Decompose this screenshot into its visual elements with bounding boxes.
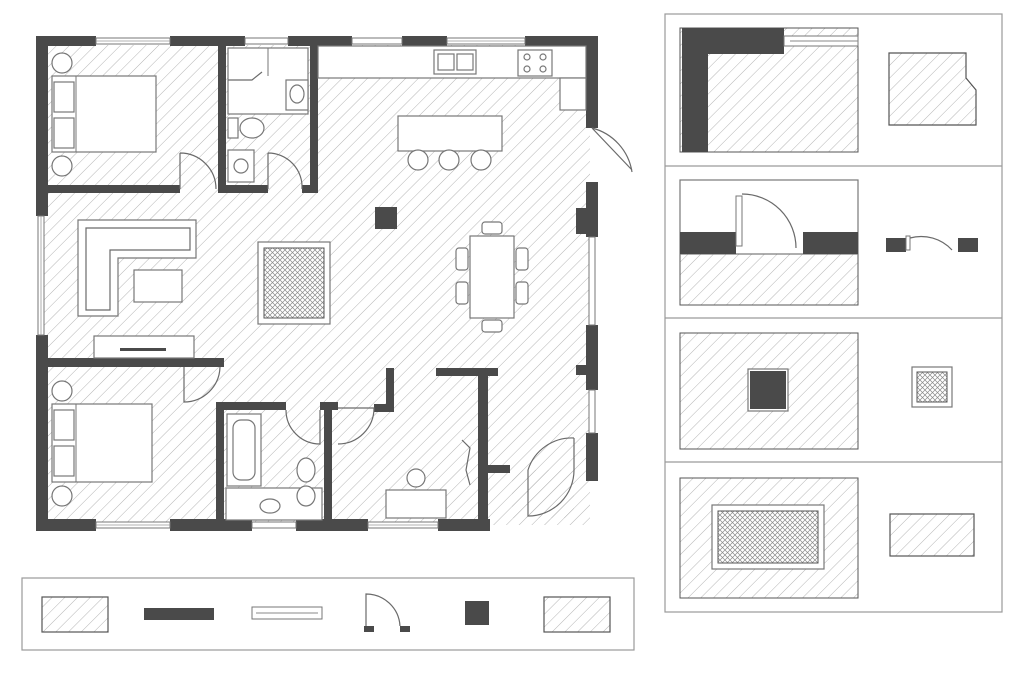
- entry-landing: [512, 470, 574, 518]
- tv-console: [93, 335, 195, 359]
- sectional-sofa: [77, 219, 197, 317]
- dining-set: [455, 221, 529, 333]
- desk: [385, 489, 447, 519]
- kitchen-island: [397, 115, 503, 152]
- office: [385, 439, 471, 519]
- detail-wall-corner: [679, 27, 977, 153]
- legend-floor-hatch-2: [543, 596, 611, 633]
- toilet: [296, 457, 316, 483]
- column: [375, 207, 397, 229]
- stove: [517, 49, 553, 77]
- detail-panels: [664, 13, 1003, 613]
- bedroom-1: [51, 52, 157, 177]
- legend-wall: [144, 608, 214, 620]
- bathroom-2: [225, 413, 323, 521]
- toilet: [239, 117, 265, 139]
- bedroom-2: [51, 380, 153, 507]
- legend-floor-hatch: [41, 596, 109, 633]
- exterior-walls: [36, 36, 598, 531]
- doors: [179, 127, 633, 517]
- coffee-table: [133, 269, 183, 303]
- detail-rug: [679, 477, 975, 599]
- legend-door: [364, 593, 410, 632]
- detail-column: [679, 332, 953, 450]
- legend-window: [251, 606, 323, 620]
- bathroom-1: [227, 47, 309, 183]
- kitchen: [317, 45, 587, 171]
- detail-door-opening: [679, 179, 978, 306]
- legend-column: [465, 601, 489, 625]
- interior-walls: [44, 45, 498, 526]
- legend-panel: [21, 577, 635, 651]
- windows: [37, 37, 596, 529]
- floor-plan: [36, 36, 633, 531]
